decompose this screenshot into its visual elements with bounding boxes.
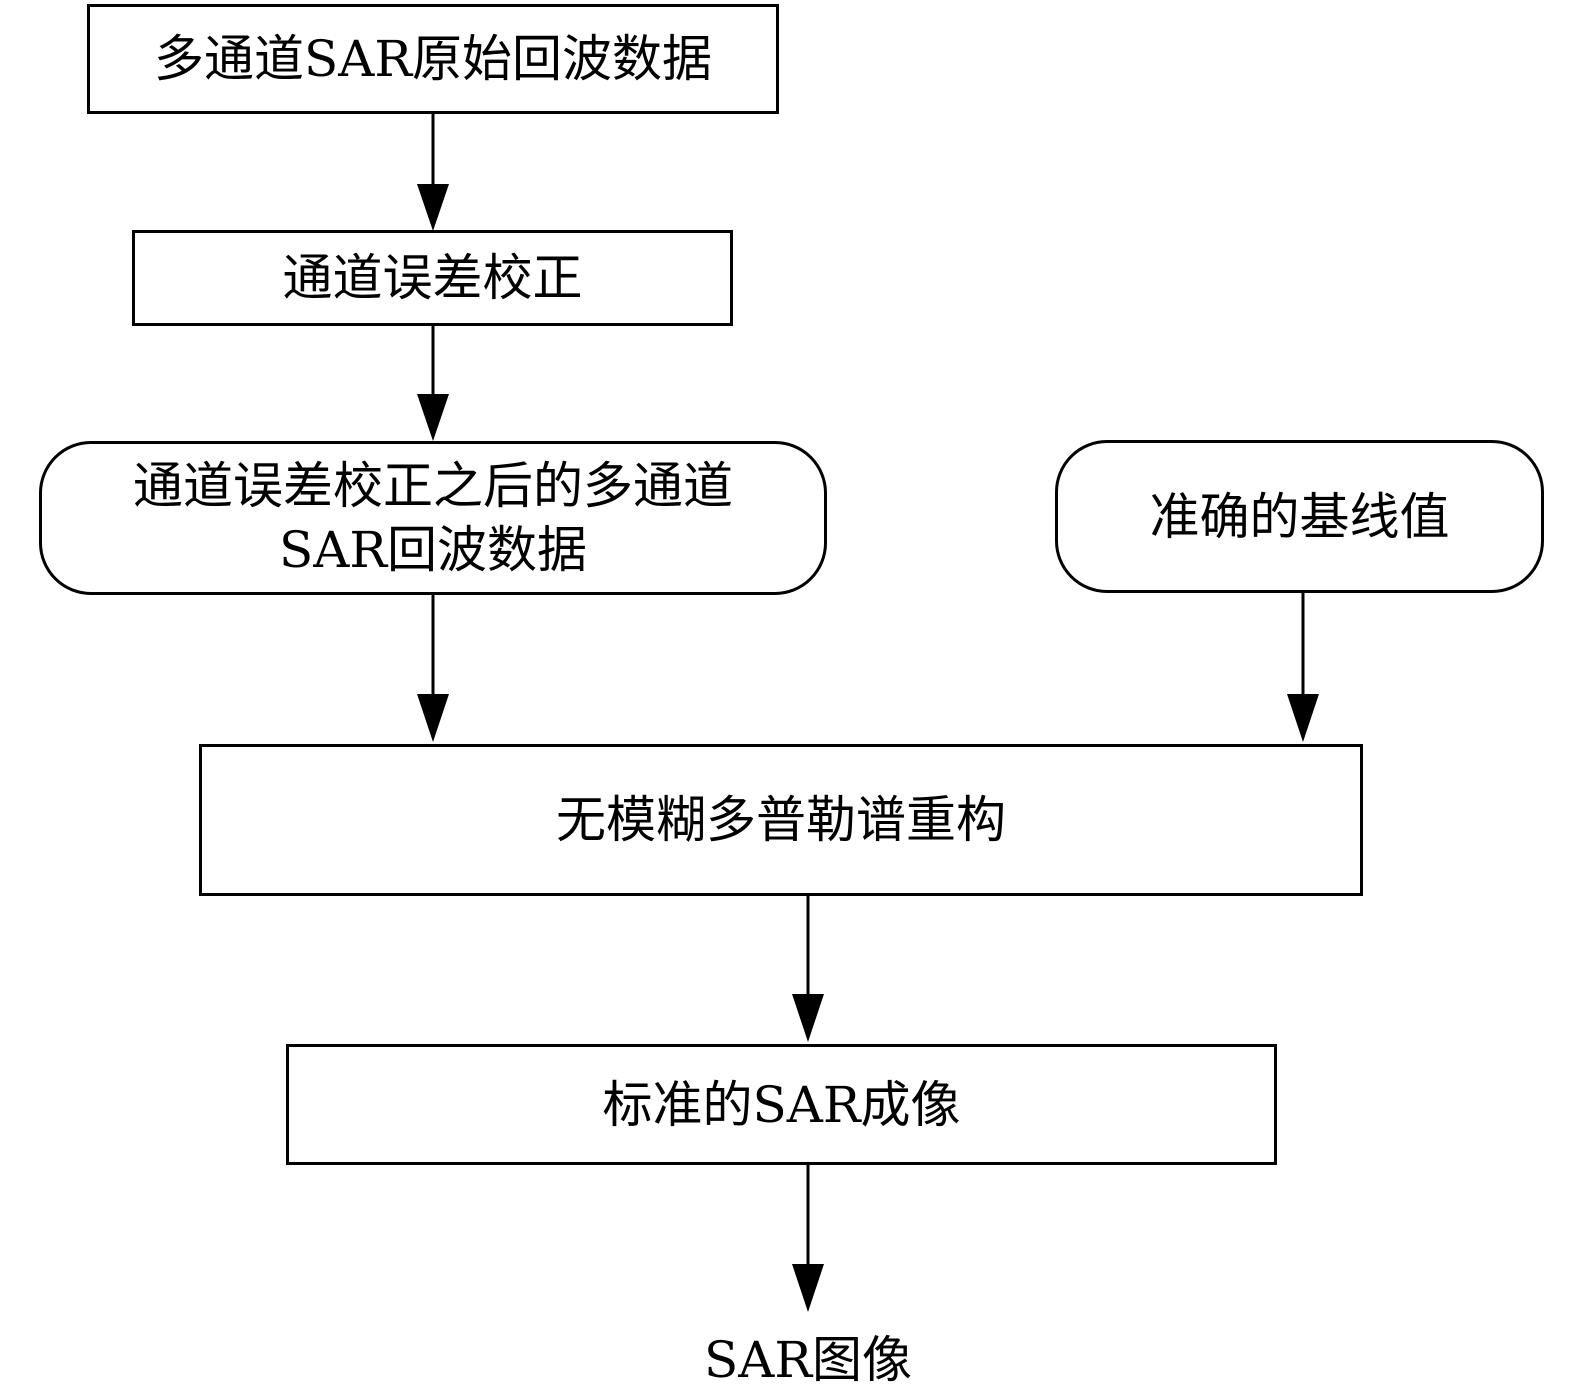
corrected-echo-data-box: 通道误差校正之后的多通道 SAR回波数据 (39, 441, 827, 595)
accurate-baseline-label: 准确的基线值 (1149, 487, 1450, 546)
arrowhead-imaging-to-image (792, 1264, 824, 1312)
arrowhead-corrected-to-reconstruction (417, 694, 449, 742)
standard-imaging-box: 标准的SAR成像 (286, 1044, 1277, 1165)
doppler-reconstruction-box: 无模糊多普勒谱重构 (199, 744, 1363, 896)
arrowhead-baseline-to-reconstruction (1287, 694, 1319, 742)
accurate-baseline-box: 准确的基线值 (1055, 440, 1544, 593)
corrected-echo-data-text: 通道误差校正之后的多通道 SAR回波数据 (133, 454, 733, 582)
doppler-reconstruction-label: 无模糊多普勒谱重构 (556, 791, 1006, 849)
arrowhead-correction-to-corrected (417, 394, 449, 441)
raw-echo-data-label: 多通道SAR原始回波数据 (153, 30, 712, 88)
arrowhead-reconstruction-to-imaging (792, 994, 824, 1042)
sar-image-output-label: SAR图像 (703, 1331, 912, 1389)
standard-imaging-label: 标准的SAR成像 (602, 1075, 961, 1134)
channel-error-correction-label: 通道误差校正 (282, 249, 583, 307)
corrected-echo-data-line2: SAR回波数据 (278, 521, 587, 579)
channel-error-correction-box: 通道误差校正 (132, 230, 733, 326)
arrowhead-raw-to-correction (417, 184, 449, 231)
raw-echo-data-box: 多通道SAR原始回波数据 (87, 4, 779, 114)
corrected-echo-data-line1: 通道误差校正之后的多通道 (133, 457, 733, 515)
